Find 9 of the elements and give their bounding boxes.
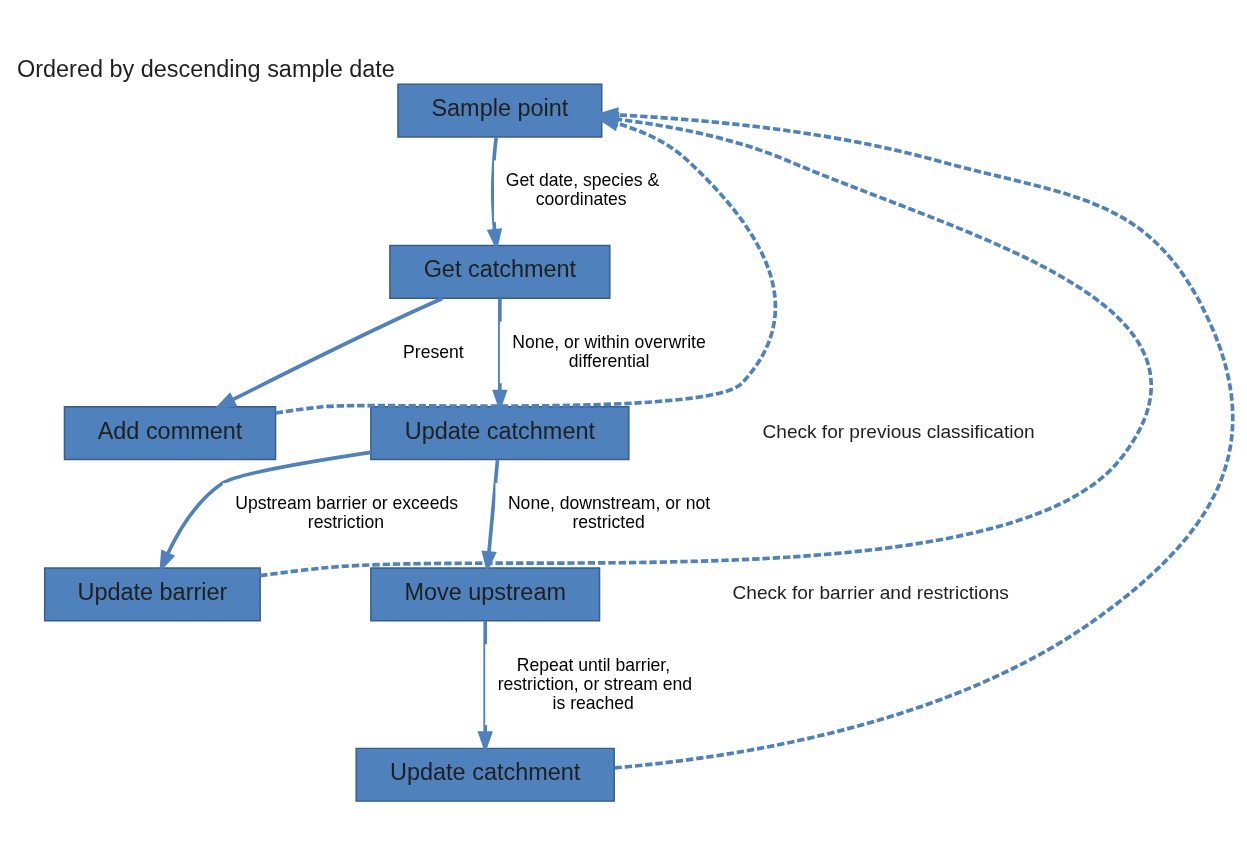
label: Check for previous classification (762, 420, 1035, 442)
edge-label: None, or within overwrite differential (512, 331, 706, 371)
edge-label: Get date, species & coordinates (505, 169, 660, 209)
edge-label: Present (403, 341, 464, 362)
node-label: Ordered by descending sample date (17, 55, 395, 82)
label: Check for barrier and restrictions (732, 581, 1009, 603)
edge-label: Repeat until barrier, restriction, or stream end is reached (497, 654, 693, 713)
edge-label: None, downstream, or not restricted (507, 492, 711, 532)
edge-label: Upstream barrier or exceeds restriction (235, 492, 458, 532)
